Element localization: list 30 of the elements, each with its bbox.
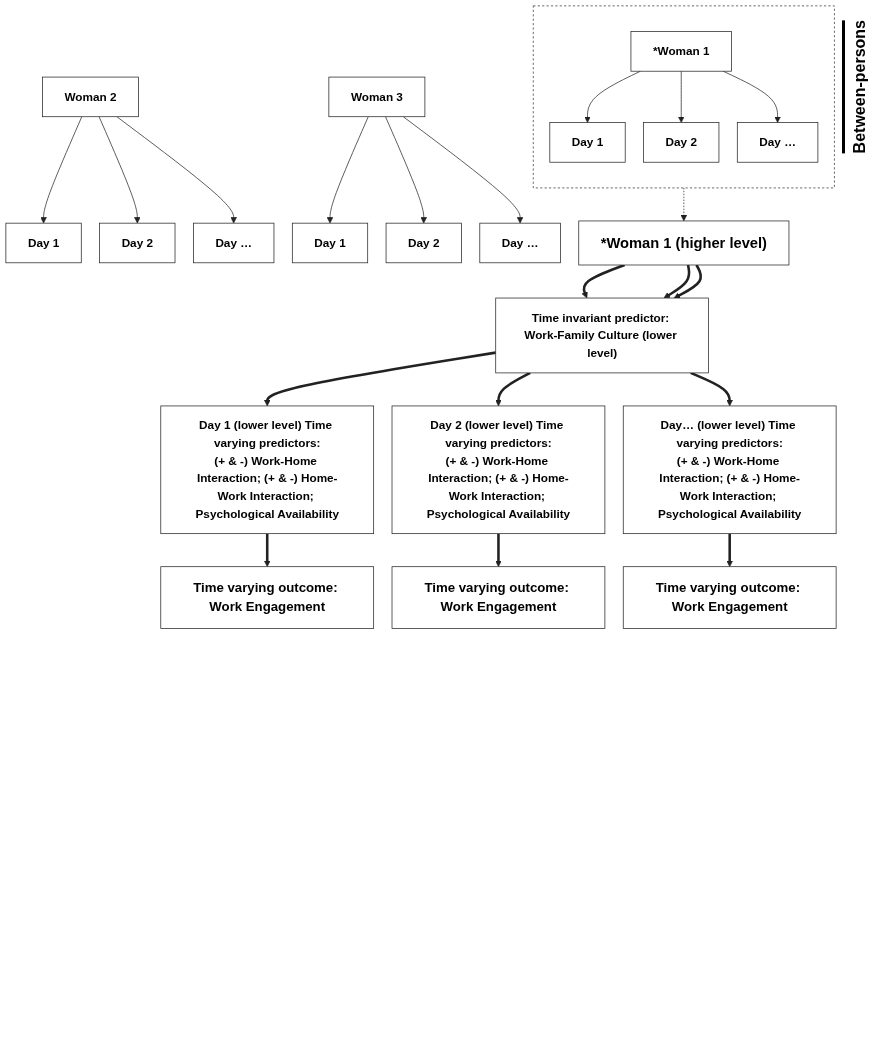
node-box: Time varying outcome: Work Engagement (622, 566, 837, 629)
node-box: Time varying outcome: Work Engagement (391, 566, 606, 629)
arrow (264, 351, 496, 407)
arrow (663, 264, 691, 299)
node-box: Woman 2 (42, 76, 139, 118)
node-box: Day 2 (lower level) Time varying predictors: (+ & -) Work-Home Interaction; (+ & -) Home-Work Interaction; Psychological Availability (391, 405, 606, 535)
node-box: Day 2 (643, 122, 720, 163)
arrow (690, 371, 733, 407)
node-box: Day 2 (385, 222, 462, 264)
node-box: Day 1 (291, 222, 369, 264)
arrow (726, 533, 733, 567)
node-box: Day… (lower level) Time varying predictors: (+ & -) Work-Home Interaction; (+ & -) Home-Work Interaction; Psychological Availability (622, 405, 837, 535)
node-box: *Woman 1 (higher level) (578, 220, 790, 266)
node-box: Day 1 (lower level) Time varying predictors: (+ & -) Work-Home Interaction; (+ & -) Home-Work Interaction; Psychological Availability (160, 405, 375, 535)
arrow (495, 533, 502, 567)
node-box: Time varying outcome: Work Engagement (160, 566, 375, 629)
cluster (532, 5, 835, 189)
node-box: Day … (479, 222, 561, 264)
node-box: Day 2 (99, 222, 176, 264)
node-box: Day … (736, 122, 819, 163)
side-label: Between-persons (842, 20, 869, 154)
node-box: Woman 3 (328, 76, 426, 118)
arrow (495, 371, 531, 407)
arrow (264, 533, 271, 567)
node-box: Day … (193, 222, 275, 264)
node-box: *Woman 1 (630, 31, 732, 72)
node-box: Day 1 (549, 122, 626, 163)
arrow (673, 264, 703, 299)
node-box: Time invariant predictor: Work-Family Culture (lower level) (495, 297, 709, 374)
node-box: Day 1 (5, 222, 82, 264)
